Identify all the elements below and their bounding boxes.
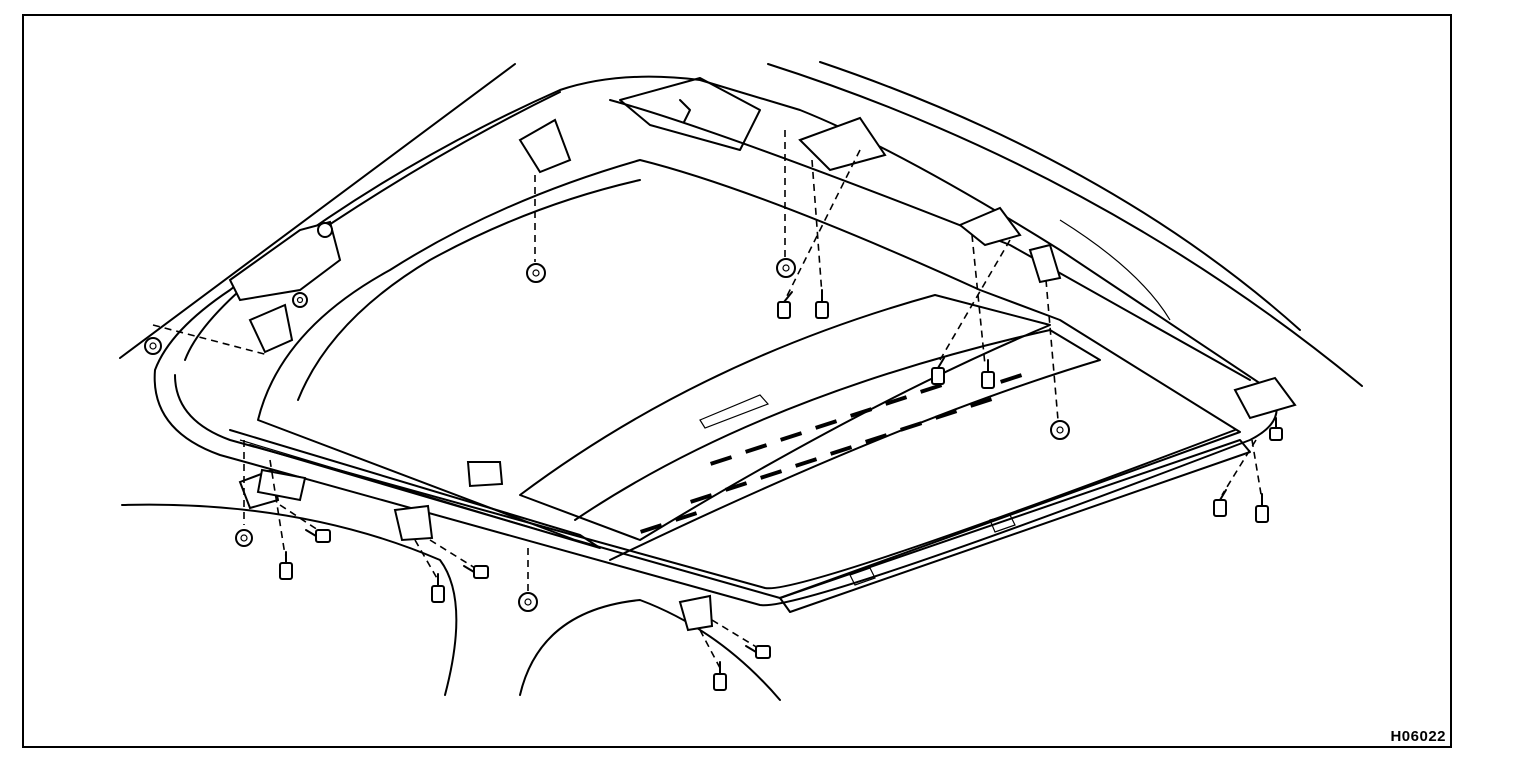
bolt [305, 529, 331, 543]
bracket-left-front [228, 220, 342, 302]
bracket-right-front [1233, 376, 1297, 420]
bolt [463, 565, 489, 579]
bracket-rear-right [958, 206, 1022, 247]
figure-reference-code: H06022 [1390, 728, 1446, 745]
bracket-front-right [678, 594, 714, 632]
nut [292, 292, 308, 308]
nut [1050, 420, 1070, 440]
bolt [931, 357, 945, 385]
mounting-brackets [228, 116, 1297, 632]
right-guide-rail [779, 439, 1251, 613]
drain-pipe-stub [256, 468, 307, 502]
bolt [279, 551, 293, 580]
sunroof-housing [153, 75, 1278, 607]
bolt [713, 661, 727, 691]
bracket-rear-center [798, 116, 887, 172]
bolt [1213, 489, 1227, 517]
bolt [431, 573, 445, 603]
diagram-frame [22, 14, 1452, 748]
nut [144, 337, 162, 355]
assembly-guide-lines [152, 130, 1263, 669]
bracket-left-rear [248, 303, 294, 354]
panel-vent-slots [640, 373, 1023, 534]
sunroof-panel [519, 294, 1101, 561]
bracket-right-side [1028, 243, 1062, 284]
bolt [777, 291, 793, 319]
bracket-front-center [393, 504, 434, 542]
bolt [1255, 493, 1269, 523]
nut [235, 529, 253, 547]
bracket-rear-left [518, 118, 572, 174]
bracket-front-mid [466, 461, 504, 488]
nut [526, 263, 546, 283]
nut [776, 258, 796, 278]
fasteners [144, 258, 1283, 691]
vehicle-body-outline [119, 61, 1363, 701]
bolt [815, 289, 829, 319]
nut [518, 592, 538, 612]
bolt [1269, 417, 1283, 441]
bolt [981, 359, 995, 389]
bolt [745, 645, 771, 659]
